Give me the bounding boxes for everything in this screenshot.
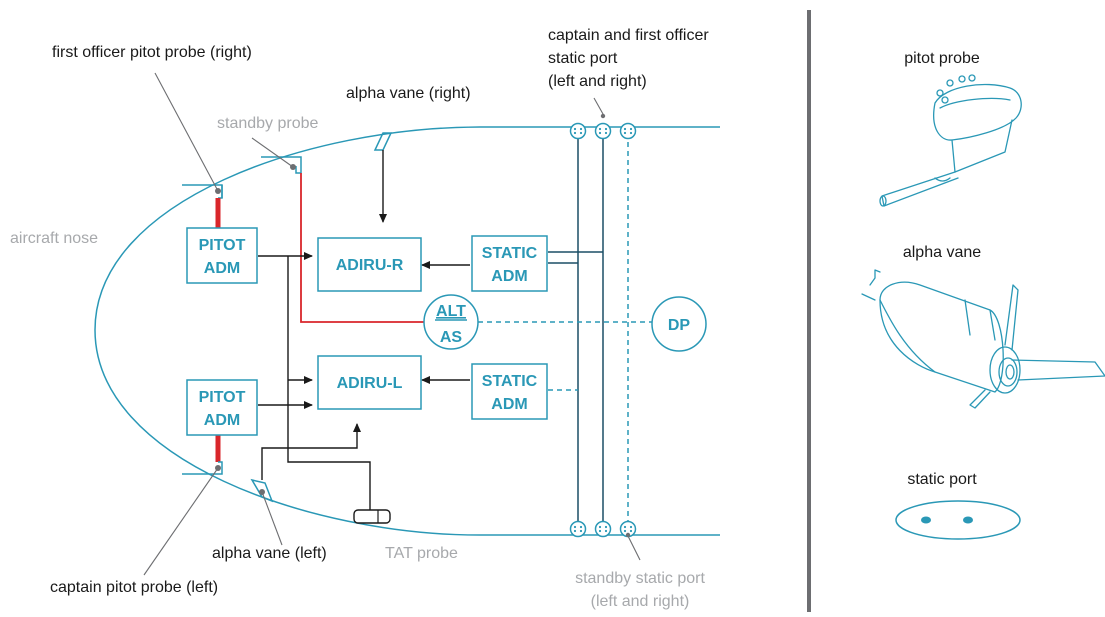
- static-ports-top: [569, 122, 637, 140]
- svg-text:ADM: ADM: [491, 268, 527, 285]
- pitot-probe-illustration: [879, 74, 1022, 207]
- dp-indicator: DP: [651, 296, 707, 352]
- static-port-lines: [548, 133, 629, 522]
- leader-lines: [143, 72, 641, 576]
- legend-pitot-label: pitot probe: [904, 50, 980, 67]
- captain-pitot-label: captain pitot probe (left): [50, 579, 218, 596]
- alpha-vane-illustration: [861, 269, 1105, 409]
- svg-text:DP: DP: [668, 317, 691, 334]
- static-port-icon: [619, 122, 637, 140]
- svg-text:PITOT: PITOT: [199, 389, 246, 406]
- aircraft-nose-label: aircraft nose: [10, 230, 98, 247]
- captain-pitot-probe-icon: [182, 435, 223, 475]
- svg-text:ADM: ADM: [204, 412, 240, 429]
- alpha-vane-right-label: alpha vane (right): [346, 85, 471, 102]
- alpha-vane-right-icon: [373, 132, 393, 151]
- static-ports-bottom: [569, 520, 637, 538]
- static-port-icon: [569, 122, 587, 140]
- static-adm-bottom: STATIC ADM: [471, 363, 548, 420]
- standby-pitot-line: [300, 173, 424, 323]
- static-port-icon: [594, 122, 612, 140]
- fo-pitot-label: first officer pitot probe (right): [52, 44, 252, 61]
- tat-probe-icon: [353, 509, 391, 524]
- svg-text:ADIRU-L: ADIRU-L: [337, 375, 403, 392]
- svg-text:ADIRU-R: ADIRU-R: [336, 257, 404, 274]
- pitot-adm-bottom: PITOT ADM: [186, 379, 258, 436]
- static-port-illustration: [895, 500, 1021, 540]
- static-ports-label-1: captain and first officer: [548, 27, 709, 44]
- svg-text:ADM: ADM: [204, 260, 240, 277]
- svg-text:AS: AS: [440, 329, 463, 346]
- svg-text:PITOT: PITOT: [199, 237, 246, 254]
- standby-probe-label: standby probe: [217, 115, 319, 132]
- svg-text:ADM: ADM: [491, 396, 527, 413]
- standby-static-label-1: standby static port: [575, 570, 705, 587]
- legend-static-port-label: static port: [907, 471, 977, 488]
- fo-pitot-probe-icon: [182, 184, 223, 228]
- standby-static-label-2: (left and right): [591, 593, 690, 610]
- static-ports-label-3: (left and right): [548, 73, 647, 90]
- static-port-icon: [594, 520, 612, 538]
- legend-alpha-vane-label: alpha vane: [903, 244, 981, 261]
- alpha-vane-left-icon: [250, 478, 274, 503]
- svg-text:ALT: ALT: [436, 303, 466, 320]
- alpha-vane-left-label: alpha vane (left): [212, 545, 327, 562]
- static-port-icon: [569, 520, 587, 538]
- static-ports-label-2: static port: [548, 50, 618, 67]
- signal-lines: [258, 150, 470, 510]
- tat-probe-label: TAT probe: [385, 545, 458, 562]
- svg-text:STATIC: STATIC: [482, 245, 538, 262]
- pitot-adm-top: PITOT ADM: [186, 227, 258, 284]
- svg-text:STATIC: STATIC: [482, 373, 538, 390]
- adiru-l-box: ADIRU-L: [317, 355, 422, 410]
- fuselage-outline: [94, 126, 720, 536]
- alt-as-indicator: ALT AS: [423, 294, 479, 350]
- adiru-r-box: ADIRU-R: [317, 237, 422, 292]
- static-adm-top: STATIC ADM: [471, 235, 548, 292]
